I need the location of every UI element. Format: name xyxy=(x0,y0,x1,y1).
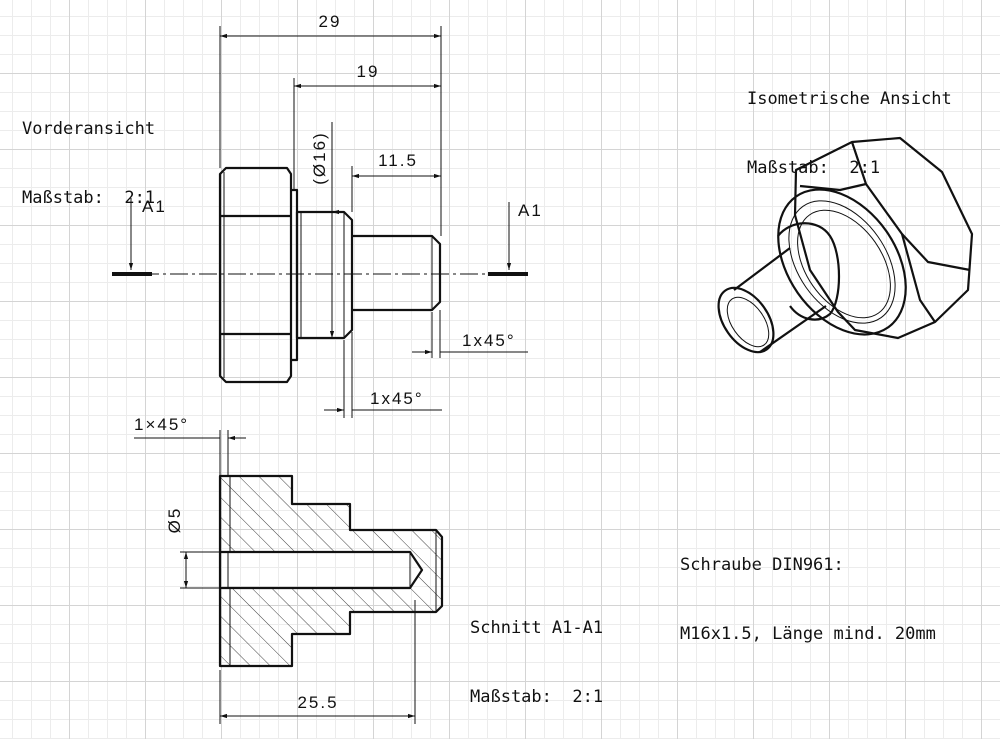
dim-11-5: 11.5 xyxy=(378,151,418,170)
iso-view-title: Isometrische Ansicht xyxy=(747,89,952,109)
section-view-scale: Maßstab: 2:1 xyxy=(470,687,604,707)
iso-view-label: Isometrische Ansicht Maßstab: 2:1 xyxy=(747,42,952,203)
section-outline xyxy=(218,474,444,668)
dim-29: 29 xyxy=(319,12,342,31)
section-view-label: Schnitt A1-A1 Maßstab: 2:1 xyxy=(470,571,603,732)
iso-pin-end xyxy=(717,286,775,354)
section-hatch xyxy=(220,476,442,666)
section-label-left: A1 xyxy=(142,197,167,216)
section-view-title: Schnitt A1-A1 xyxy=(470,618,604,638)
front-view-label: Vorderansicht Maßstab: 2:1 xyxy=(22,72,155,233)
dim-o16: (Ø16) xyxy=(310,131,329,184)
front-view: 29 19 11.5 (Ø16) 1x45° 1x45° A1 A1 xyxy=(112,12,543,418)
iso-collar xyxy=(777,188,907,336)
dim-19: 19 xyxy=(357,62,380,81)
screw-note: Schraube DIN961: M16x1.5, Länge mind. 20… xyxy=(680,508,936,669)
iso-view xyxy=(717,136,974,354)
hex-head xyxy=(218,166,293,384)
front-view-scale: Maßstab: 2:1 xyxy=(22,188,156,208)
dim-chamfer-section: 1×45° xyxy=(134,415,189,434)
dim-o5: Ø5 xyxy=(165,507,184,534)
bore xyxy=(220,550,424,590)
pin xyxy=(352,234,442,312)
section-label-right: A1 xyxy=(518,201,543,220)
front-view-title: Vorderansicht xyxy=(22,119,156,139)
dim-chamfer-pin: 1x45° xyxy=(462,331,516,350)
dim-chamfer-collar: 1x45° xyxy=(370,389,424,408)
section-view: 1×45° Ø5 25.5 xyxy=(134,415,444,724)
screw-note-line1: Schraube DIN961: xyxy=(680,555,844,575)
screw-note-line2: M16x1.5, Länge mind. 20mm xyxy=(680,624,936,644)
dim-25-5: 25.5 xyxy=(297,693,338,712)
